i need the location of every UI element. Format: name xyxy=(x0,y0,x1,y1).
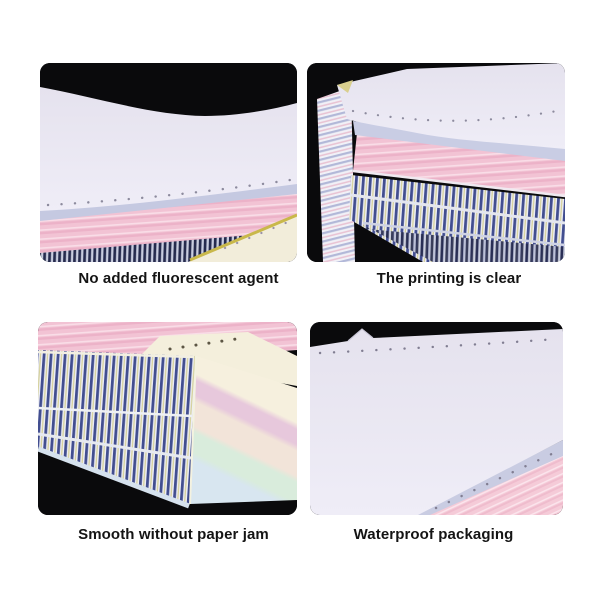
photo-clear-printing xyxy=(307,63,565,262)
photo-waterproof xyxy=(310,322,563,515)
paper-stack-photo-icon xyxy=(307,63,565,262)
photo-smooth-feed xyxy=(38,322,297,515)
paper-stack-photo-icon xyxy=(38,322,297,515)
paper-stack-photo-icon xyxy=(40,63,297,262)
photo-no-fluorescent xyxy=(40,63,297,262)
caption-waterproof: Waterproof packaging xyxy=(353,526,514,543)
caption-clear-printing: The printing is clear xyxy=(376,270,522,287)
paper-stack-photo-icon xyxy=(310,322,563,515)
caption-no-fluorescent: No added fluorescent agent xyxy=(78,270,279,287)
caption-smooth-feed: Smooth without paper jam xyxy=(78,526,269,543)
